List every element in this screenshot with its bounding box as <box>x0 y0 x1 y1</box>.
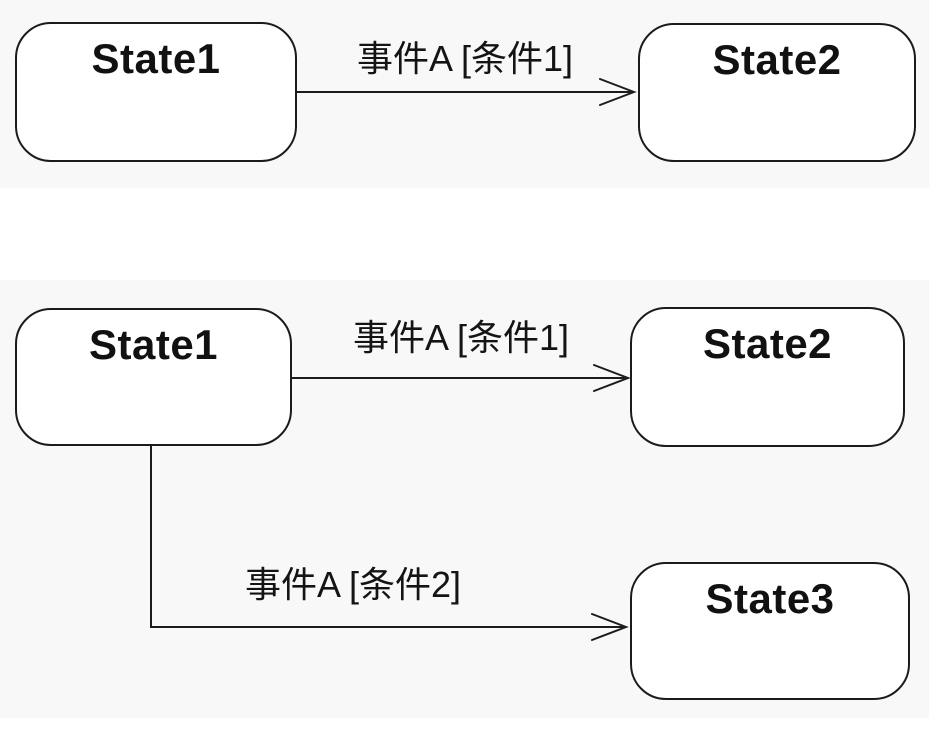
diagram-top-panel: State1 State2 事件A [条件1] <box>0 0 929 188</box>
state-node-state1: State1 <box>15 22 297 162</box>
state-name-label: State1 <box>91 35 221 82</box>
transition-label-event-a-condition-1: 事件A [条件1] <box>356 38 574 79</box>
transition-arrow-state1-state3 <box>150 445 629 641</box>
state-node-state3: State3 <box>630 562 910 700</box>
state-name-label: State1 <box>88 321 219 368</box>
transition-label-event-a-condition-1: 事件A [条件1] <box>352 317 570 358</box>
transition-arrows <box>150 364 631 641</box>
state-node-state2: State2 <box>630 307 905 447</box>
transition-arrow-state1-state2 <box>296 78 637 106</box>
state-name-label: State2 <box>712 36 842 83</box>
state-node-state1: State1 <box>15 308 292 446</box>
state-name-label: State3 <box>705 575 835 622</box>
state-node-state2: State2 <box>638 23 916 162</box>
transition-arrow-state1-state2 <box>291 364 631 392</box>
diagram-bottom-panel: State1 State2 State3 事件A [条件1] 事件A [条件2] <box>0 280 929 718</box>
state-name-label: State2 <box>702 320 833 367</box>
transition-label-event-a-condition-2: 事件A [条件2] <box>244 564 462 605</box>
